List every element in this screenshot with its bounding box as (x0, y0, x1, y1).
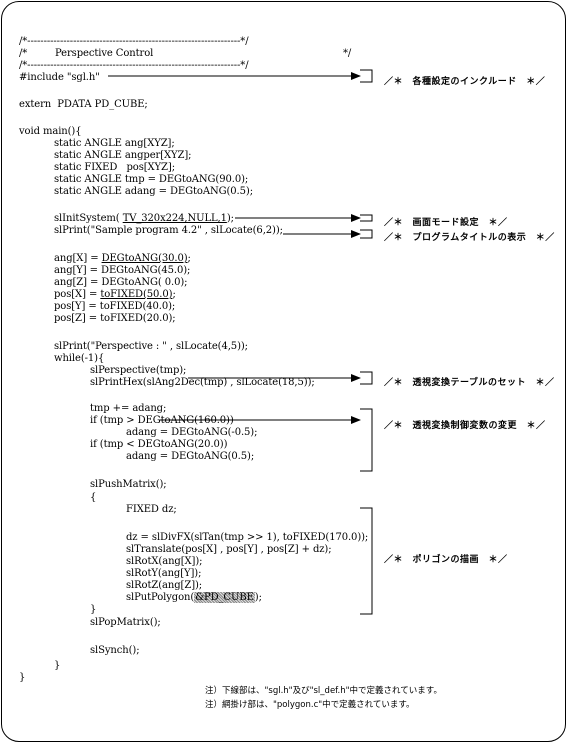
code-line: pos[Y] = toFIXED(40.0); (54, 301, 176, 312)
underlined-macro: DEGtoANG(30.0) (101, 253, 188, 264)
code-line: { (90, 492, 97, 503)
while-line: while(-1){ (54, 353, 105, 364)
footnote-underline: 注）下線部は、"sgl.h"及び"sl_def.h"中で定義されています。 (205, 686, 442, 696)
note-polygon-draw: ／＊ ポリゴンの描画 ＊／ (384, 555, 508, 565)
code-line: slRotX(ang[X]); (126, 556, 203, 567)
code-line: static ANGLE ang[XYZ]; (54, 138, 175, 149)
put-polygon-line: slPutPolygon(&PD_CUBE); (126, 592, 262, 603)
note-include: ／＊ 各種設定のインクルード ＊／ (384, 77, 546, 87)
code-line: } (54, 660, 61, 671)
code-line: slPrintHex(slAng2Dec(tmp) , slLocate(18,… (90, 377, 315, 388)
code-line: slPopMatrix(); (90, 617, 161, 628)
main-decl-line: void main(){ (19, 126, 82, 137)
include-line: #include "sgl.h" (19, 72, 100, 83)
code-line: pos[X] = toFIXED(50.0); (54, 289, 176, 300)
code-line: slPrint("Perspective : " , slLocate(4,5)… (54, 341, 248, 352)
underlined-macro: TV_320x224,NULL,1 (122, 213, 227, 224)
header-comment-open: /* (19, 48, 28, 59)
header-comment-title: Perspective Control (55, 48, 154, 59)
hatched-identifier: &PD_CUBE (194, 592, 255, 603)
code-line: slPushMatrix(); (90, 479, 167, 490)
header-comment-close: */ (343, 48, 352, 59)
note-perspective-control: ／＊ 透視変換制御変数の変更 ＊／ (384, 421, 546, 431)
code-line: slSynch(); (90, 645, 140, 656)
main-close-brace: } (19, 672, 26, 683)
note-program-title: ／＊ プログラムタイトルの表示 ＊／ (384, 233, 555, 243)
footnote-hatched: 注）網掛け部は、"polygon.c"中で定義されています。 (205, 700, 415, 710)
code-line: static FIXED pos[XYZ]; (54, 162, 175, 173)
init-system-line: slInitSystem( TV_320x224,NULL,1); (54, 213, 234, 224)
code-line: dz = slDivFX(slTan(tmp >> 1), toFIXED(17… (126, 532, 369, 543)
code-line: ang[Y] = DEGtoANG(45.0); (54, 265, 191, 276)
code-line: adang = DEGtoANG(0.5); (126, 451, 255, 462)
code-line: if (tmp < DEGtoANG(20.0)) (90, 439, 228, 450)
underlined-macro: toFIXED(50.0) (100, 289, 173, 300)
code-line: ang[Z] = DEGtoANG( 0.0); (54, 277, 188, 288)
code-line: adang = DEGtoANG(-0.5); (126, 427, 258, 438)
perspective-line: slPerspective(tmp); (90, 365, 187, 376)
adang-line: tmp += adang; (90, 403, 167, 414)
code-line: slRotZ(ang[Z]); (126, 580, 203, 591)
extern-line: extern PDATA PD_CUBE; (19, 99, 148, 110)
code-line: slTranslate(pos[X] , pos[Y] , pos[Z] + d… (126, 544, 332, 555)
note-screen-mode: ／＊ 画面モード設定 ＊／ (384, 218, 508, 228)
code-line: slRotY(ang[Y]); (126, 568, 202, 579)
header-comment-bottom: /*--------------------------------------… (19, 60, 249, 71)
code-line: } (90, 604, 97, 615)
code-line: static ANGLE angper[XYZ]; (54, 150, 192, 161)
code-line: static ANGLE adang = DEGtoANG(0.5); (54, 186, 253, 197)
note-perspective-table: ／＊ 透視変換テーブルのセット ＊／ (384, 378, 555, 388)
code-line: pos[Z] = toFIXED(20.0); (54, 313, 176, 324)
header-comment-top: /*--------------------------------------… (19, 36, 249, 47)
print-title-line: slPrint("Sample program 4.2" , slLocate(… (54, 225, 283, 236)
code-line: FIXED dz; (126, 504, 177, 515)
code-line: ang[X] = DEGtoANG(30.0); (54, 253, 191, 264)
code-line: static ANGLE tmp = DEGtoANG(90.0); (54, 174, 249, 185)
